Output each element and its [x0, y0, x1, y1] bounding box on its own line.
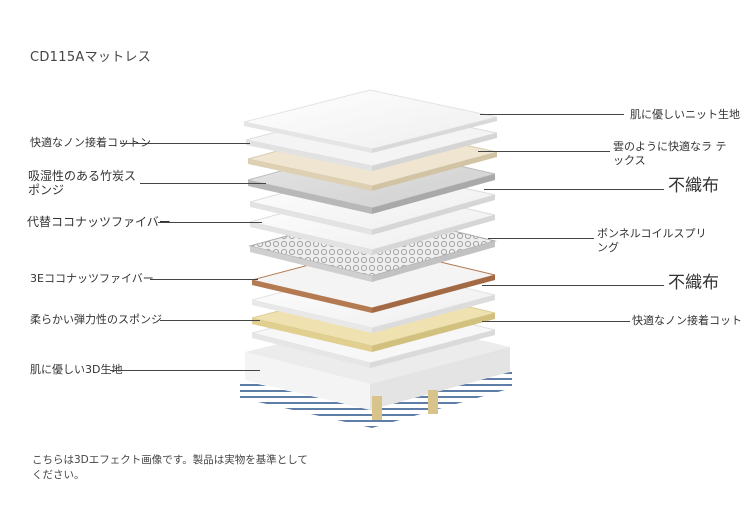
leader-line — [488, 238, 594, 239]
leader-line — [160, 320, 260, 321]
label-left-soft-sponge: 柔らかい弾力性のスポンジ — [30, 313, 162, 326]
leader-line — [480, 114, 624, 115]
disclaimer-note: こちらは3Dエフェクト画像です。製品は実物を基準としてください。 — [32, 454, 308, 481]
layer-knit-fabric-top — [243, 89, 498, 153]
label-right-latex: 雲のように快適なラ テックス — [613, 140, 727, 167]
label-right-nonwoven-1: 不織布 — [668, 176, 719, 196]
leader-line — [120, 143, 250, 144]
label-right-nonwoven-2: 不織布 — [668, 273, 719, 293]
label-right-knit-fabric: 肌に優しいニット生地 — [630, 108, 740, 121]
product-title: CD115Aマットレス — [30, 50, 152, 65]
label-left-bamboo-sponge: 吸湿性のある竹炭ス ポンジ — [28, 169, 137, 197]
leader-line — [478, 151, 610, 152]
leader-line — [482, 285, 664, 286]
leader-line — [484, 189, 664, 190]
label-left-3e-coconut: 3Eココナッツファイバー — [30, 272, 154, 285]
leader-line — [158, 222, 262, 223]
label-right-bonnell-spring: ボンネルコイルスプリ ング — [597, 227, 707, 254]
label-left-3d-fabric: 肌に優しい3D生地 — [30, 363, 123, 376]
label-left-alt-coconut: 代替ココナッツファイバー — [27, 215, 171, 229]
leader-line — [482, 321, 630, 322]
leader-line — [140, 183, 266, 184]
label-right-nonadhesive-cotton: 快適なノン接着コット — [632, 314, 742, 327]
leader-line — [150, 279, 258, 280]
label-left-nonadhesive-cotton: 快適なノン接着コットン — [30, 136, 151, 149]
leader-line — [110, 370, 260, 371]
